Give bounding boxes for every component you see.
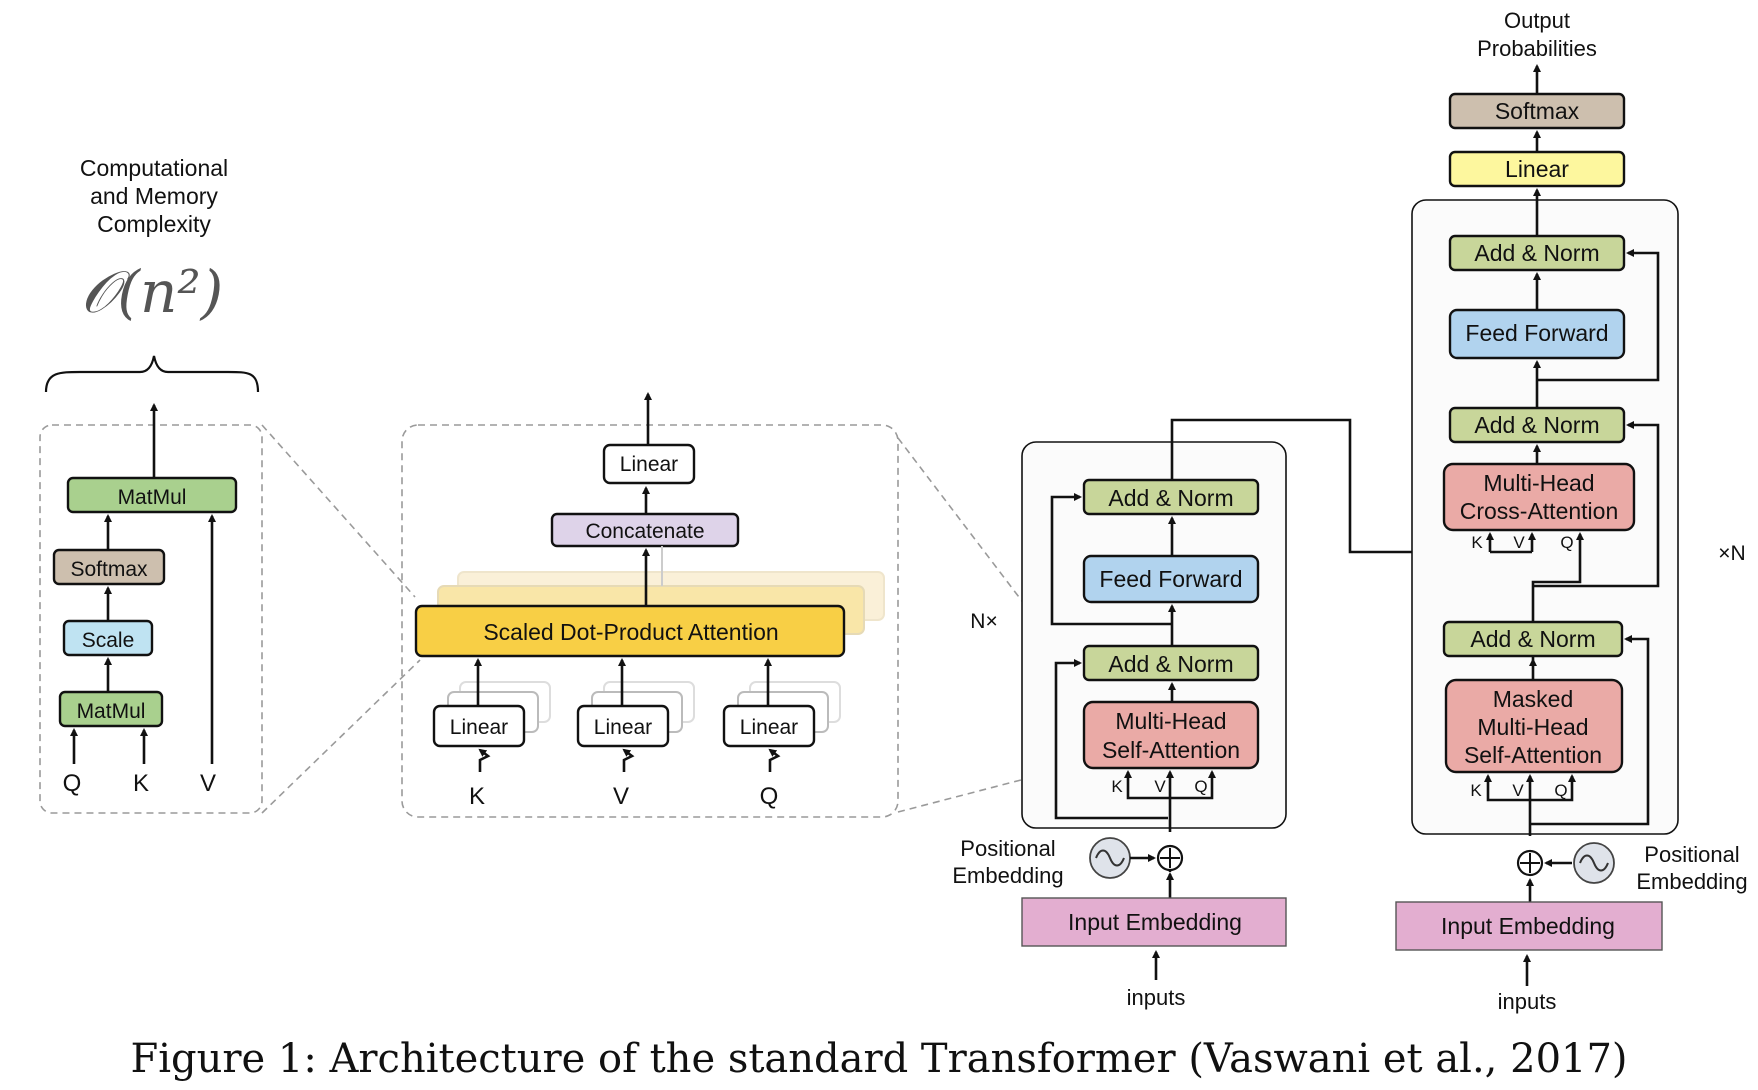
enc-pos-emb-line1: Positional [960, 836, 1055, 861]
linear-q-label: Linear [740, 716, 798, 739]
left-panel: Computational and Memory Complexity 𝒪(n²… [39, 155, 421, 814]
decoder-repeat-label: ×N [1718, 542, 1745, 565]
enc-v: V [1154, 777, 1166, 796]
linear-out-box [602, 443, 696, 485]
dec-cross-line1: Multi-Head [1483, 470, 1594, 496]
complexity-title-line1: Computational [80, 155, 228, 181]
matmul-bottom-box [58, 690, 164, 728]
dec-masked-line1: Masked [1493, 686, 1574, 712]
middle-input-v: V [613, 783, 629, 810]
sdpa-box [414, 604, 846, 658]
enc-inputs-label: inputs [1127, 985, 1186, 1010]
dec-q: Q [1554, 781, 1567, 800]
enc-feed-forward-box [1082, 554, 1260, 604]
enc-mhsa-box [1082, 700, 1260, 770]
dec-feed-forward-label: Feed Forward [1465, 320, 1608, 346]
zoom-line-top [261, 424, 416, 598]
dec-inputs-label: inputs [1498, 989, 1557, 1014]
enc-feed-forward-label: Feed Forward [1099, 566, 1242, 592]
sdpa-label: Scaled Dot-Product Attention [483, 619, 778, 645]
middle-panel-frame [401, 424, 899, 818]
dec-pos-emb-line2: Embedding [1636, 869, 1747, 894]
enc-input-embedding-label: Input Embedding [1068, 909, 1242, 935]
dec-add-norm-top-box [1448, 234, 1626, 272]
dec-cross-v: V [1513, 533, 1525, 552]
dec-input-embedding-box [1395, 901, 1663, 951]
input-v: V [200, 770, 216, 797]
dec-add-norm-mid-label: Add & Norm [1474, 412, 1599, 438]
encoder: N× Add & Norm Feed Forward Add & Norm Mu… [952, 418, 1544, 1010]
dec-softmax-box [1448, 92, 1626, 130]
dec-add-norm-bottom-label: Add & Norm [1470, 626, 1595, 652]
dec-masked-line3: Self-Attention [1464, 742, 1602, 768]
scale-label: Scale [82, 629, 135, 652]
zoom-line-right-bottom [897, 761, 1091, 813]
dec-add-norm-top-label: Add & Norm [1474, 240, 1599, 266]
decoder: Output Probabilities Softmax Linear ×N A… [1395, 8, 1748, 1014]
scale-box [62, 619, 154, 657]
middle-input-k: K [469, 783, 485, 810]
left-panel-frame [39, 424, 263, 814]
dec-input-embedding-label: Input Embedding [1441, 913, 1615, 939]
input-q: Q [63, 770, 82, 797]
dec-add-norm-bottom-box [1442, 620, 1624, 658]
softmax-box [52, 548, 166, 586]
enc-add-norm-top-label: Add & Norm [1108, 485, 1233, 511]
dec-cross-line2: Cross-Attention [1460, 498, 1619, 524]
complexity-formula: 𝒪(n²) [81, 258, 223, 326]
enc-mhsa-line1: Multi-Head [1115, 708, 1226, 734]
concatenate-label: Concatenate [585, 520, 704, 543]
dec-k: K [1470, 781, 1482, 800]
linear-k-label: Linear [450, 716, 508, 739]
dec-softmax-label: Softmax [1495, 98, 1580, 124]
output-probabilities-line2: Probabilities [1477, 36, 1597, 61]
zoom-line-bottom [261, 659, 421, 814]
matmul-bottom-label: MatMul [77, 700, 146, 723]
dec-feed-forward-box [1448, 308, 1626, 360]
complexity-title-line2: and Memory [90, 183, 218, 209]
matmul-top-box [66, 476, 238, 514]
middle-input-q: Q [760, 783, 779, 810]
figure-caption: Figure 1: Architecture of the standard T… [130, 1036, 1627, 1082]
enc-add-norm-bottom-label: Add & Norm [1108, 651, 1233, 677]
output-probabilities-line1: Output [1504, 8, 1570, 33]
dec-cross-k: K [1471, 533, 1483, 552]
dec-add-norm-mid-box [1448, 406, 1626, 444]
dec-cross-attention-box [1442, 462, 1636, 532]
dec-masked-mhsa-box [1444, 678, 1624, 774]
dec-pos-emb-line1: Positional [1644, 842, 1739, 867]
matmul-top-label: MatMul [118, 486, 187, 509]
enc-k: K [1111, 777, 1123, 796]
dec-linear-box [1448, 150, 1626, 188]
middle-panel: Linear Concatenate Scaled Dot-Product At… [401, 392, 1091, 818]
complexity-title-line3: Complexity [97, 211, 211, 237]
enc-input-embedding-box [1021, 897, 1287, 947]
dec-linear-label: Linear [1505, 156, 1569, 182]
enc-pos-emb-line2: Embedding [952, 863, 1063, 888]
softmax-label: Softmax [70, 558, 148, 581]
linear-out-label: Linear [620, 453, 678, 476]
enc-q: Q [1194, 777, 1207, 796]
concatenate-box [550, 512, 740, 548]
curly-brace [44, 355, 260, 393]
linear-v-label: Linear [594, 716, 652, 739]
encoder-repeat-label: N× [970, 610, 997, 633]
dec-v: V [1512, 781, 1524, 800]
dec-cross-q: Q [1560, 533, 1573, 552]
input-k: K [133, 770, 149, 797]
enc-mhsa-line2: Self-Attention [1102, 737, 1240, 763]
enc-add-norm-bottom-box [1082, 644, 1260, 682]
dec-masked-line2: Multi-Head [1477, 714, 1588, 740]
